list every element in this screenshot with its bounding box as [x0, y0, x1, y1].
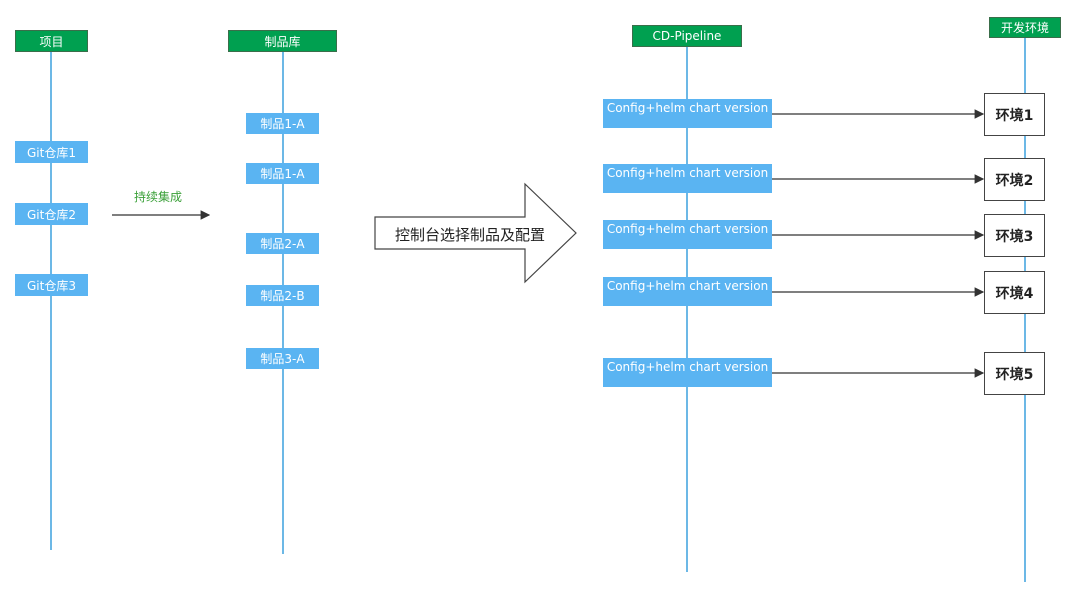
env-header: 开发环境 — [989, 17, 1061, 38]
pipeline-config-box: Config+helm chart version — [603, 277, 772, 306]
pipeline-config-box: Config+helm chart version — [603, 99, 772, 128]
environment-box: 环境3 — [984, 214, 1045, 257]
pipeline-header: CD-Pipeline — [632, 25, 742, 47]
ci-label: 持续集成 — [134, 190, 183, 204]
artifact-box: 制品1-A — [246, 113, 319, 134]
project-lifeline — [50, 52, 52, 550]
environment-box: 环境5 — [984, 352, 1045, 395]
project-header: 项目 — [15, 30, 88, 52]
pipeline-config-box: Config+helm chart version — [603, 358, 772, 387]
pipeline-config-box: Config+helm chart version — [603, 164, 772, 193]
console-big-arrow — [374, 182, 577, 284]
git-repo-box: Git仓库3 — [15, 274, 88, 296]
console-label: 控制台选择制品及配置 — [395, 226, 546, 244]
artifacts-header: 制品库 — [228, 30, 337, 52]
environment-box: 环境1 — [984, 93, 1045, 136]
pipeline-config-box: Config+helm chart version — [603, 220, 772, 249]
artifact-box: 制品2-A — [246, 233, 319, 254]
git-repo-box: Git仓库2 — [15, 203, 88, 225]
artifact-box: 制品2-B — [246, 285, 319, 306]
artifact-box: 制品1-A — [246, 163, 319, 184]
environment-box: 环境4 — [984, 271, 1045, 314]
pipeline-lifeline — [686, 47, 688, 572]
environment-box: 环境2 — [984, 158, 1045, 201]
artifact-box: 制品3-A — [246, 348, 319, 369]
git-repo-box: Git仓库1 — [15, 141, 88, 163]
